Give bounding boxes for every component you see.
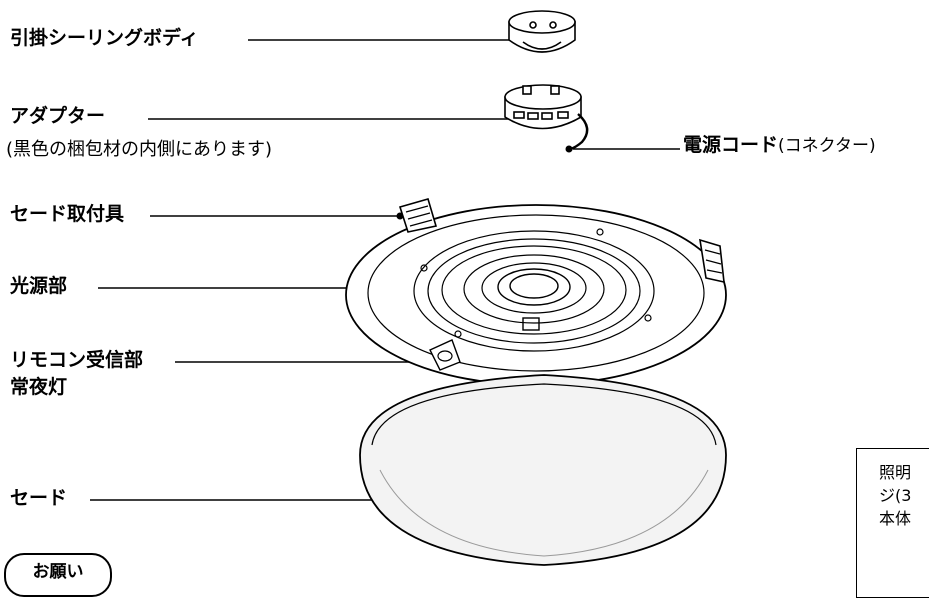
label-adapter-note: (黒色の梱包材の内側にあります) [6, 139, 273, 160]
shade-part [359, 374, 727, 566]
note-line-3: 本体 [879, 509, 912, 528]
label-adapter: アダプター [10, 105, 106, 127]
leader-lines [90, 39, 680, 501]
power-cord-text: 電源コード [683, 134, 779, 156]
product-diagram [90, 10, 727, 566]
label-ceiling-body: 引掛シーリングボディ [10, 27, 199, 49]
label-power-cord: 電源コード(コネクター) [683, 134, 876, 157]
power-cord-note: (コネクター) [778, 136, 876, 156]
note-box: 照明 ジ(3 本体 [856, 448, 929, 598]
main-body-part [345, 198, 727, 386]
onegai-badge: お願い [4, 553, 112, 597]
label-light-source: 光源部 [10, 275, 68, 297]
note-line-2: ジ(3 [879, 486, 912, 505]
label-shade-mount: セード取付具 [10, 203, 125, 225]
note-line-1: 照明 [879, 463, 912, 482]
label-remote-receiver: リモコン受信部 [10, 349, 144, 371]
label-shade: セード [10, 487, 68, 509]
ceiling-body-part [508, 10, 576, 53]
adapter-part [504, 84, 589, 151]
label-night-light: 常夜灯 [10, 376, 68, 398]
